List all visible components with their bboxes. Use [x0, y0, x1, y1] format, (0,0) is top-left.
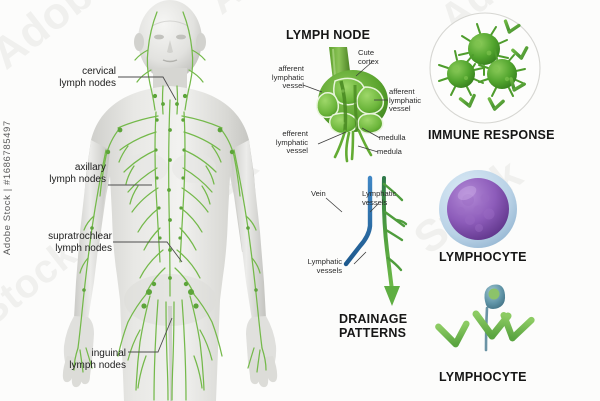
- label-afferent-lymphatic-vessel-left: afferent lymphatic vessel: [271, 64, 304, 91]
- antibody: [458, 19, 529, 123]
- body-leader-lines: [108, 76, 183, 353]
- label-vein: Vein: [311, 189, 326, 198]
- label-cervical-lymph-nodes: cervical lymph nodes: [59, 66, 116, 89]
- label-inguinal-lymph-nodes: inguinal lymph nodes: [69, 348, 126, 371]
- lymph-node-dots: [82, 93, 258, 309]
- lymph-node-leader-lines: [302, 61, 388, 153]
- label-axillary-lymph-nodes: axillary lymph nodes: [49, 162, 106, 185]
- drainage-leader-lines: [325, 197, 379, 265]
- human-body-illustration: [62, 0, 278, 401]
- lymphocyte-antibody-title: LYMPHOCYTE: [439, 370, 527, 384]
- label-efferent-lymphatic-vessel: efferent lymphatic vessel: [275, 129, 308, 156]
- label-lymphatic-vessels-upper: Lymphatic vessels: [362, 189, 397, 207]
- antibody: [435, 320, 470, 373]
- label-afferent-lymphatic-vessel-right: afferent lymphatic vessel: [389, 87, 422, 114]
- lymph-node-panel-title: LYMPH NODE: [286, 28, 371, 42]
- label-supratrochlear-lymph-nodes: supratrochlear lymph nodes: [48, 231, 112, 254]
- label-cute-cortex: Cute cortex: [358, 48, 379, 66]
- lymphocyte-cell-illustration: [439, 170, 517, 248]
- lymphatic-vessel-network: [73, 11, 267, 401]
- lymphocyte-antibody-illustration: [435, 284, 535, 373]
- label-medulla-2: medula: [377, 147, 402, 156]
- pathogen-cell: [438, 50, 484, 96]
- drainage-panel-title: DRAINAGE PATTERNS: [339, 312, 408, 340]
- immune-response-title: IMMUNE RESPONSE: [428, 128, 555, 142]
- immune-response-illustration: [429, 12, 541, 124]
- label-lymphatic-vessels-lower: Lymphatic vessels: [307, 257, 342, 275]
- pathogen-cell: [478, 49, 526, 97]
- lymph-node-cross-section: [316, 47, 388, 163]
- label-medulla-1: medulla: [379, 133, 406, 142]
- lymphocyte-cell-title: LYMPHOCYTE: [439, 250, 527, 264]
- drainage-pattern-illustration: [343, 175, 408, 306]
- antibody: [500, 312, 535, 367]
